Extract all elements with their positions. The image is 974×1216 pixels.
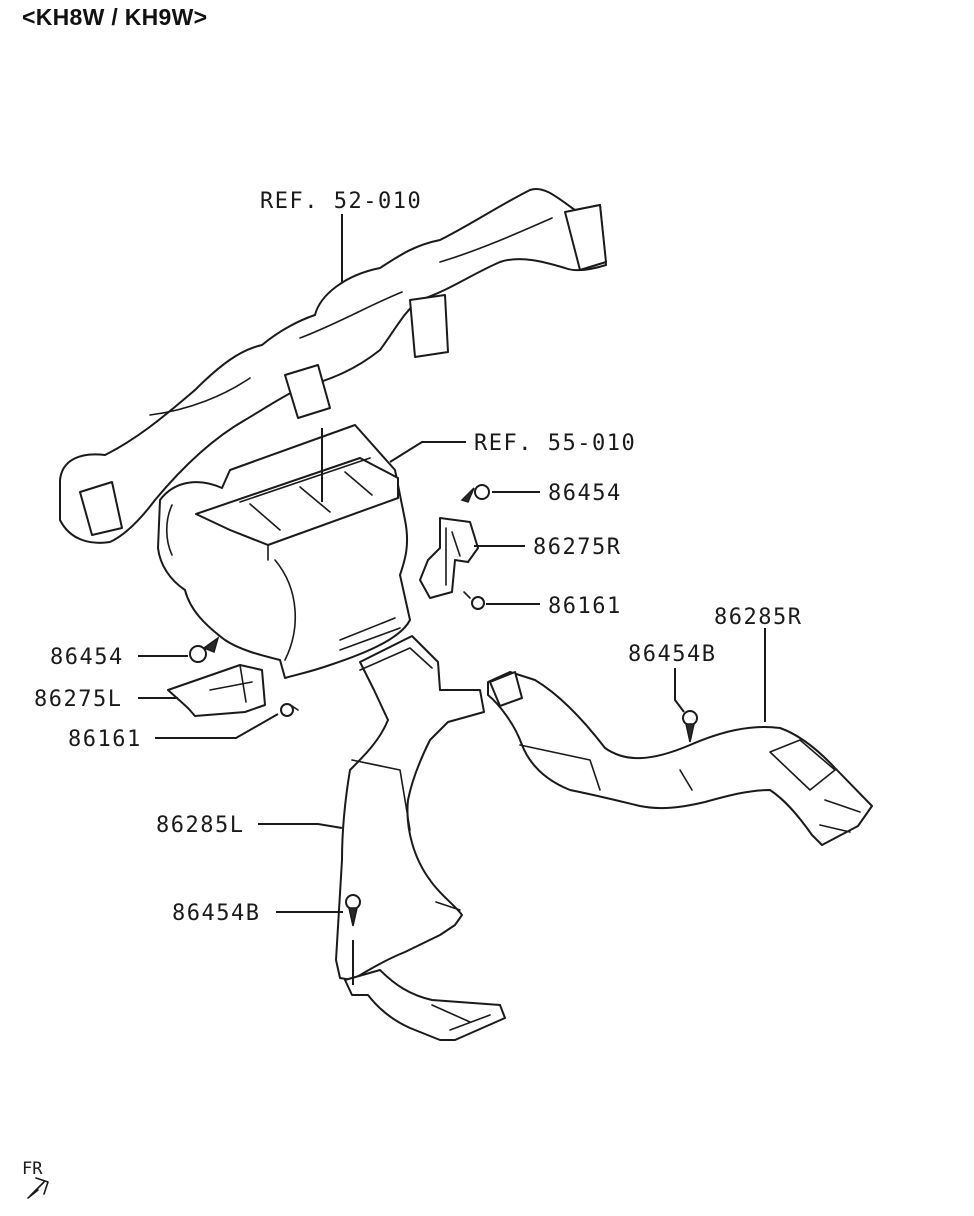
leader-86161-left bbox=[155, 713, 279, 739]
leader-ref-55-010 bbox=[389, 441, 466, 463]
front-label: FR bbox=[22, 1159, 43, 1179]
front-arrow-icon bbox=[27, 1177, 49, 1199]
callout-86285R: 86285R bbox=[714, 605, 802, 630]
bracket-86275R bbox=[419, 517, 479, 599]
callout-86454B-left: 86454B bbox=[172, 901, 260, 926]
callout-86285L: 86285L bbox=[156, 813, 244, 838]
page-title: <KH8W / KH9W> bbox=[22, 4, 208, 30]
clip-86161-right bbox=[463, 591, 485, 610]
bracket-86275L bbox=[167, 664, 266, 717]
callout-86275R: 86275R bbox=[533, 535, 621, 560]
screw-86454-left bbox=[189, 636, 220, 663]
heater-unit bbox=[157, 424, 411, 679]
defroster-duct bbox=[59, 188, 607, 544]
screw-86454B-right bbox=[682, 710, 698, 743]
callout-86454B-right: 86454B bbox=[628, 642, 716, 667]
screw-86454B-left bbox=[345, 894, 361, 927]
duct-86285L bbox=[335, 635, 506, 1041]
callout-86454-left: 86454 bbox=[50, 645, 124, 670]
callout-86275L: 86275L bbox=[34, 687, 122, 712]
callout-86161-left: 86161 bbox=[68, 727, 142, 752]
screw-86454-top bbox=[460, 484, 490, 503]
callout-86454-top: 86454 bbox=[548, 481, 622, 506]
clip-86161-left bbox=[280, 703, 299, 717]
callout-ref-52-010: REF. 52-010 bbox=[260, 189, 422, 214]
leader-86454B-right bbox=[674, 668, 685, 713]
leader-86285L bbox=[258, 823, 343, 829]
duct-86285R bbox=[487, 671, 873, 846]
callout-ref-55-010: REF. 55-010 bbox=[474, 431, 636, 456]
callout-86161-right: 86161 bbox=[548, 594, 622, 619]
